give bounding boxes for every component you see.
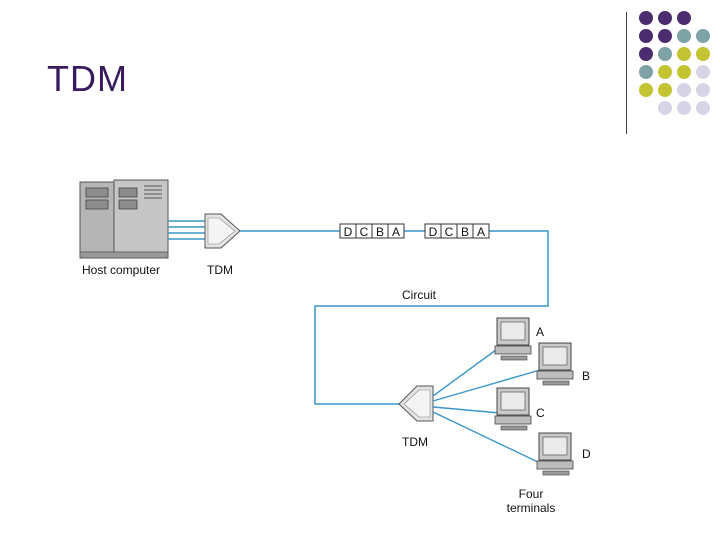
decorative-dot — [639, 65, 653, 79]
circuit-label: Circuit — [402, 288, 437, 302]
terminal-c-icon — [494, 387, 532, 431]
decorative-dot — [677, 65, 691, 79]
decorative-dot — [696, 65, 710, 79]
frame-1: D C B A — [339, 223, 405, 239]
decorative-dot — [677, 83, 691, 97]
frame-1-slot-b: B — [376, 225, 384, 239]
tdm-left-label: TDM — [207, 263, 233, 277]
decorative-dot — [639, 29, 653, 43]
decorative-dot — [677, 101, 691, 115]
tdm-right-label: TDM — [402, 435, 428, 449]
tdm-mux-left-icon — [204, 213, 241, 249]
host-computer-label: Host computer — [82, 263, 160, 277]
terminals-caption-line-2: terminals — [507, 501, 556, 515]
frame-2-slot-b: B — [461, 225, 469, 239]
decorative-dot — [677, 47, 691, 61]
decorative-dot — [677, 11, 691, 25]
terminals-caption-line-1: Four — [519, 487, 544, 501]
frame-1-slot-d: D — [344, 225, 353, 239]
decorative-dot — [658, 29, 672, 43]
frame-2-slot-a: A — [477, 225, 485, 239]
frame-1-slot-c: C — [360, 225, 369, 239]
decorative-dot — [658, 83, 672, 97]
decorative-divider — [626, 12, 627, 134]
terminal-c-label: C — [536, 406, 545, 420]
frame-1-slot-a: A — [392, 225, 400, 239]
decorative-dot — [677, 29, 691, 43]
frame-2: D C B A — [424, 223, 490, 239]
decorative-dot — [696, 47, 710, 61]
decorative-dot — [696, 29, 710, 43]
terminal-a-label: A — [536, 325, 544, 339]
tdm-demux-right-icon — [398, 385, 434, 422]
terminal-d-label: D — [582, 447, 591, 461]
decorative-dot-grid — [639, 11, 710, 115]
host-tdm-links — [168, 220, 206, 240]
host-computer-icon — [79, 179, 169, 259]
decorative-dot — [639, 11, 653, 25]
terminal-b-icon — [536, 342, 574, 386]
terminal-a-icon — [494, 317, 532, 361]
slide-title: TDM — [47, 58, 128, 99]
decorative-dot — [639, 83, 653, 97]
decorative-dot — [696, 83, 710, 97]
decorative-dot — [658, 65, 672, 79]
decorative-dot — [696, 101, 710, 115]
terminal-d-icon — [536, 432, 574, 476]
terminal-b-label: B — [582, 369, 590, 383]
frame-2-slot-c: C — [445, 225, 454, 239]
decorative-dot — [658, 11, 672, 25]
frame-2-slot-d: D — [429, 225, 438, 239]
terminal-links — [432, 346, 541, 464]
decorative-dot — [639, 47, 653, 61]
decorative-dot — [658, 101, 672, 115]
decorative-dot — [658, 47, 672, 61]
circuit-line — [240, 230, 549, 405]
